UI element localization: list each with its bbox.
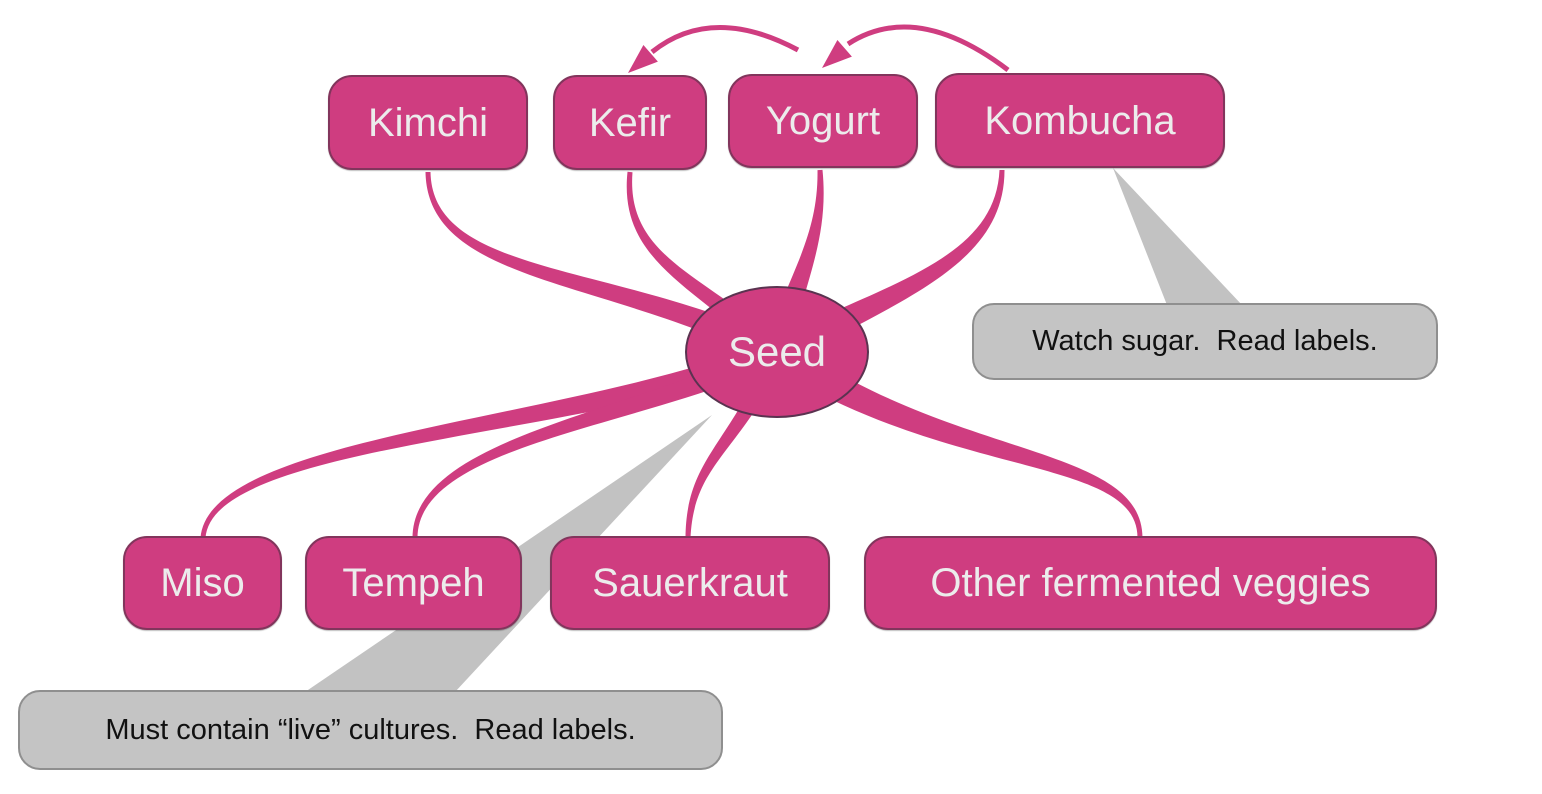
wedge-callout-sugar: [1113, 168, 1242, 305]
node-sauerkraut[interactable]: Sauerkraut: [550, 536, 830, 630]
arrow-yogurt-to-kefir: [650, 25, 800, 54]
callout-live-cultures[interactable]: Must contain “live” cultures. Read label…: [18, 690, 723, 770]
node-tempeh[interactable]: Tempeh: [305, 536, 522, 630]
arrow-yogurt-to-kefir-head-icon: [628, 45, 658, 73]
node-seed[interactable]: Seed: [685, 286, 869, 418]
callout-watch-sugar[interactable]: Watch sugar. Read labels.: [972, 303, 1438, 380]
node-kimchi[interactable]: Kimchi: [328, 75, 528, 170]
node-other-fermented-veggies[interactable]: Other fermented veggies: [864, 536, 1437, 630]
node-miso[interactable]: Miso: [123, 536, 282, 630]
node-yogurt[interactable]: Yogurt: [728, 74, 918, 168]
arrow-kombucha-to-yogurt-head-icon: [822, 40, 852, 68]
node-kefir[interactable]: Kefir: [553, 75, 707, 170]
node-kombucha[interactable]: Kombucha: [935, 73, 1225, 168]
arrow-kombucha-to-yogurt: [846, 24, 1010, 72]
